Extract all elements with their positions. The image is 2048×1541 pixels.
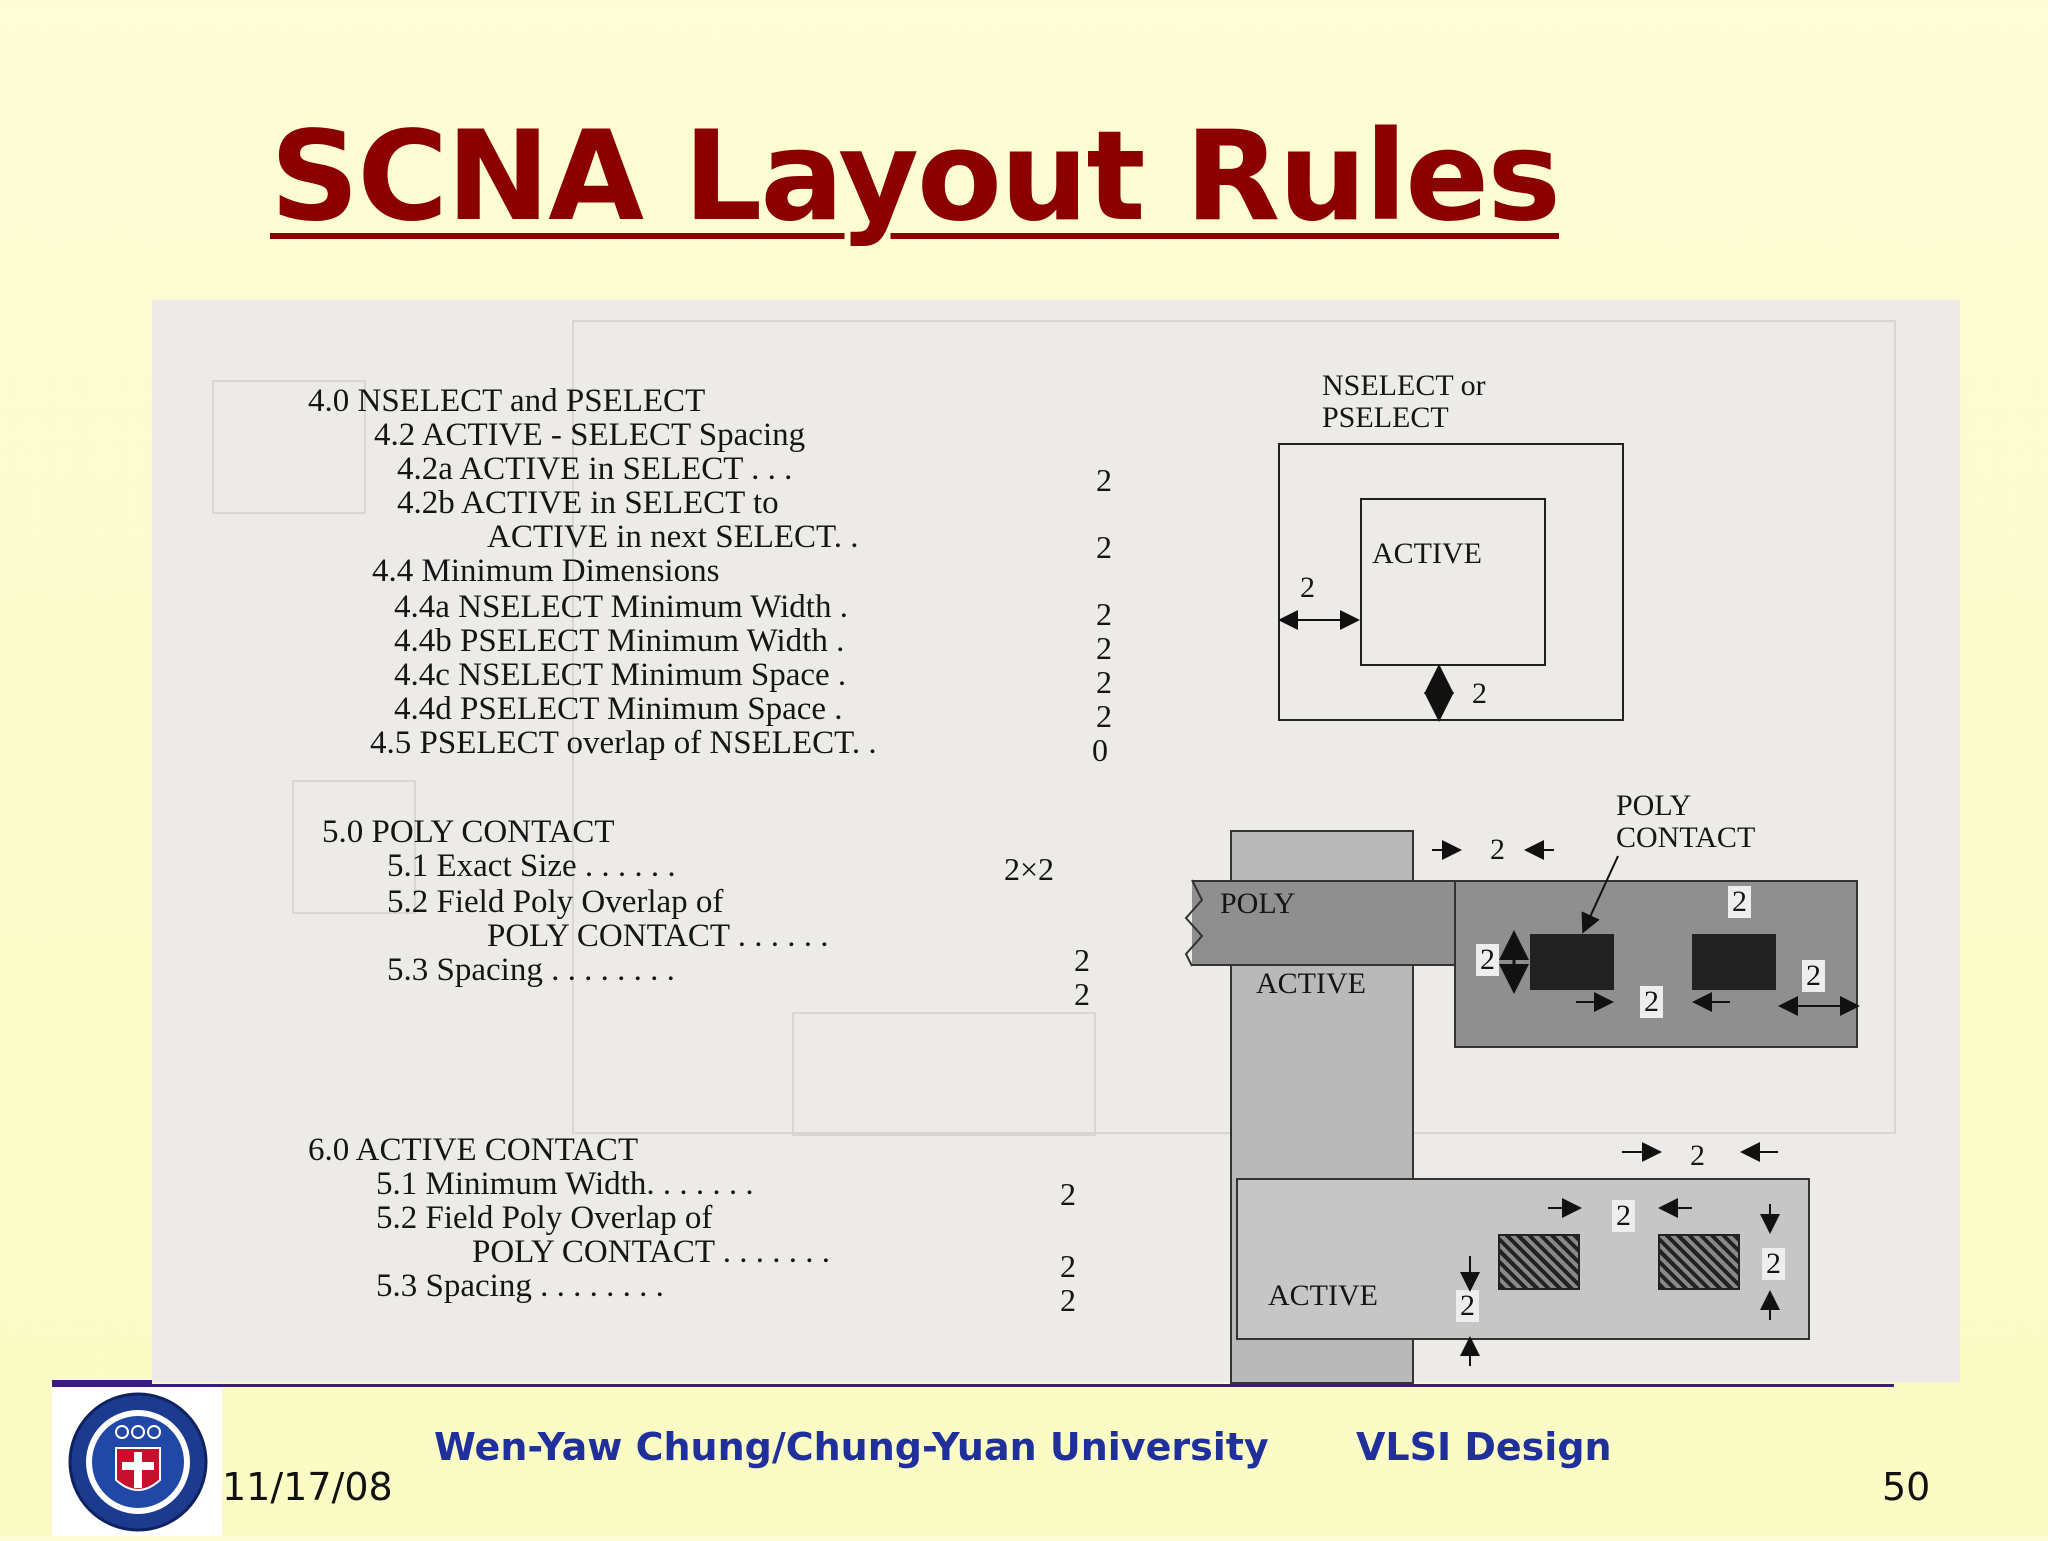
university-logo	[52, 1388, 222, 1536]
rule-value: 2	[1096, 698, 1112, 734]
rule-line: POLY CONTACT . . . . . . .	[472, 1234, 830, 1270]
rule-heading: 4.0 NSELECT and PSELECT	[308, 383, 706, 419]
rule-line: 4.4d PSELECT Minimum Space .	[394, 691, 843, 727]
rule-value: 2	[1096, 462, 1112, 498]
dimension-label: 2	[1640, 986, 1663, 1018]
poly-contact-title: CONTACT	[1616, 821, 1756, 854]
poly-contact-title: POLY	[1616, 789, 1692, 822]
footer-accent	[52, 1380, 152, 1384]
rule-value: 2	[1096, 529, 1112, 565]
rule-line: 5.1 Exact Size . . . . . .	[387, 848, 676, 884]
dimension-label: 2	[1476, 944, 1499, 976]
rule-line: 5.2 Field Poly Overlap of	[387, 884, 724, 920]
dimension-label: 2	[1490, 833, 1505, 866]
rule-line: 4.5 PSELECT overlap of NSELECT. .	[370, 725, 877, 761]
footer-divider	[52, 1384, 1894, 1387]
dimension-label: 2	[1802, 960, 1825, 992]
rule-line: 4.4c NSELECT Minimum Space .	[394, 657, 847, 693]
rule-value: 2	[1074, 976, 1090, 1012]
active-label: ACTIVE	[1268, 1279, 1378, 1312]
dimension-label: 2	[1472, 677, 1487, 710]
footer-author: Wen-Yaw Chung/Chung-Yuan University	[434, 1425, 1269, 1469]
rule-line: 4.2a ACTIVE in SELECT . . .	[397, 451, 793, 487]
poly-label: POLY	[1220, 887, 1296, 920]
rule-line: 4.2b ACTIVE in SELECT to	[397, 485, 779, 521]
rule-value: 0	[1092, 732, 1108, 768]
bleed-through-box	[292, 780, 416, 914]
scanned-page: 4.0 NSELECT and PSELECT 4.2 ACTIVE - SEL…	[152, 300, 1960, 1384]
rule-line: 4.4b PSELECT Minimum Width .	[394, 623, 845, 659]
rule-line: POLY CONTACT . . . . . .	[487, 918, 829, 954]
active-label: ACTIVE	[1372, 537, 1482, 570]
rule-value: 2	[1096, 596, 1112, 632]
poly-contact-square	[1530, 934, 1614, 990]
rule-line: 5.2 Field Poly Overlap of	[376, 1200, 713, 1236]
rule-line: 5.1 Minimum Width. . . . . . .	[376, 1166, 754, 1202]
poly-contact-square	[1692, 934, 1776, 990]
bleed-through-box	[212, 380, 366, 514]
slide-title: SCNA Layout Rules	[270, 105, 1561, 249]
select-label: PSELECT	[1322, 401, 1449, 434]
footer-course: VLSI Design	[1356, 1425, 1612, 1469]
footer-date: 11/17/08	[222, 1465, 393, 1509]
rule-value: 2	[1074, 942, 1090, 978]
dimension-label: 2	[1456, 1290, 1479, 1322]
rule-line: 5.3 Spacing . . . . . . . .	[376, 1268, 664, 1304]
rule-heading: 5.0 POLY CONTACT	[322, 814, 615, 850]
rule-heading: 6.0 ACTIVE CONTACT	[308, 1132, 639, 1168]
rule-value: 2	[1060, 1248, 1076, 1284]
rule-value: 2	[1096, 664, 1112, 700]
active-label: ACTIVE	[1256, 967, 1366, 1000]
dimension-label: 2	[1728, 886, 1751, 918]
select-dimension-arrows	[1278, 610, 1454, 722]
rule-line: 4.4a NSELECT Minimum Width .	[394, 589, 848, 625]
dimension-label: 2	[1612, 1200, 1635, 1232]
dimension-label: 2	[1300, 571, 1315, 604]
rule-value: 2	[1096, 630, 1112, 666]
poly-dimension-arrows	[1184, 840, 1860, 1016]
active-dimension-arrows	[1460, 1142, 1780, 1366]
dimension-label: 2	[1762, 1248, 1785, 1280]
rule-value: 2	[1060, 1282, 1076, 1318]
active-contact-square	[1658, 1234, 1740, 1290]
select-label: NSELECT or	[1322, 369, 1486, 402]
active-contact-square	[1498, 1234, 1580, 1290]
rule-list: 4.0 NSELECT and PSELECT 4.2 ACTIVE - SEL…	[152, 300, 1960, 1382]
rule-line: 4.4 Minimum Dimensions	[372, 553, 720, 589]
rule-value: 2	[1060, 1176, 1076, 1212]
rule-line: 5.3 Spacing . . . . . . . .	[387, 952, 675, 988]
bleed-through-box	[792, 1012, 1096, 1136]
rule-line: ACTIVE in next SELECT. .	[487, 519, 859, 555]
rule-value: 2×2	[1004, 851, 1055, 887]
page-number: 50	[1882, 1465, 1931, 1509]
dimension-label: 2	[1690, 1139, 1705, 1172]
rule-line: 4.2 ACTIVE - SELECT Spacing	[374, 417, 806, 453]
